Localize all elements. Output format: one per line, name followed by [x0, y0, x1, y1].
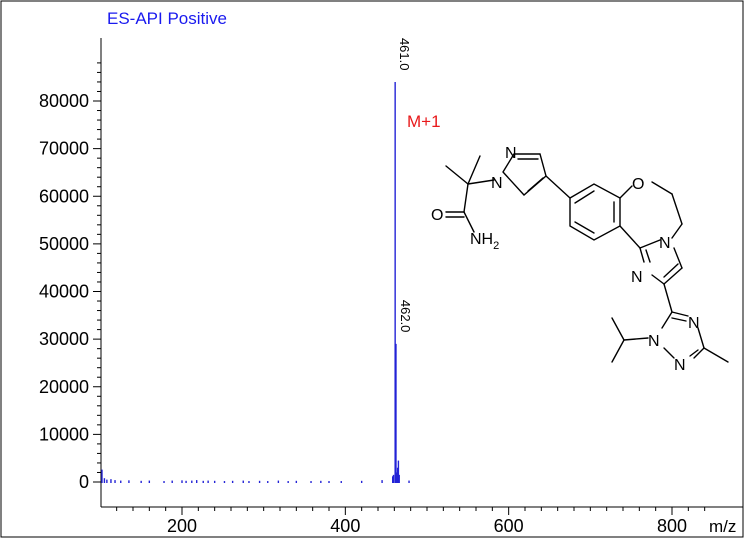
x-axis-ticks: 200 400 600 800: [116, 507, 706, 536]
bond: [661, 311, 673, 329]
bond: [611, 339, 625, 363]
atom-label: N: [491, 175, 503, 192]
bond: [574, 190, 595, 204]
bond: [663, 283, 673, 313]
x-tick-label: 400: [330, 516, 360, 536]
bond: [467, 179, 495, 185]
spectrum-peaks: [101, 81, 410, 483]
bond: [671, 193, 683, 225]
bond: [671, 223, 683, 239]
bond: [569, 183, 621, 241]
y-tick-label: 0: [79, 472, 89, 492]
bond: [673, 247, 683, 269]
bond: [671, 311, 689, 317]
peak-label: 462.0: [398, 300, 413, 333]
bond: [697, 327, 705, 349]
atom-label: N: [648, 333, 660, 350]
bond: [639, 247, 645, 263]
bond: [689, 349, 699, 357]
atom-label: N: [631, 269, 643, 286]
bond: [545, 175, 571, 199]
y-tick-label: 10000: [39, 424, 89, 444]
bond: [527, 177, 544, 192]
atom-label: N: [505, 145, 517, 162]
x-tick-label: 600: [494, 516, 524, 536]
atom-label: NH2: [470, 231, 499, 252]
chemical-structure: N N O NH2 O N N N N N: [431, 145, 729, 374]
x-tick-label: 200: [167, 516, 197, 536]
y-tick-label: 20000: [39, 377, 89, 397]
bond: [651, 274, 665, 285]
peak-label: 461.0: [397, 38, 412, 71]
bond: [502, 153, 547, 196]
bond: [663, 263, 679, 278]
bond: [574, 221, 595, 234]
atom-label: O: [431, 207, 443, 224]
y-tick-label: 60000: [39, 186, 89, 206]
bond: [445, 165, 469, 185]
bond: [619, 185, 633, 199]
bond: [467, 155, 481, 185]
bond: [645, 249, 651, 263]
bond: [693, 347, 705, 359]
bond: [703, 347, 729, 363]
atom-label: N: [688, 315, 700, 332]
y-tick-label: 30000: [39, 329, 89, 349]
atom-label: O: [632, 176, 644, 193]
bond: [671, 317, 687, 322]
bond: [611, 317, 625, 341]
x-tick-label: 800: [657, 516, 687, 536]
x-axis-label: m/z: [709, 517, 736, 536]
y-tick-label: 50000: [39, 234, 89, 254]
bond: [619, 225, 641, 249]
y-tick-label: 70000: [39, 139, 89, 159]
y-tick-label: 80000: [39, 91, 89, 111]
chart-title: ES-API Positive: [107, 9, 227, 28]
bond: [663, 347, 675, 359]
bond: [463, 183, 469, 213]
bond: [639, 239, 661, 249]
bond: [463, 211, 475, 233]
peak-labels: 461.0 462.0: [397, 38, 413, 332]
y-axis-ticks: 0 10000 20000 30000 40000 50000 60000 70000 8000…: [39, 62, 101, 492]
bond: [651, 181, 673, 195]
bond: [663, 267, 683, 285]
atom-label: N: [659, 235, 671, 252]
atom-label: N: [674, 357, 686, 374]
bond: [623, 337, 649, 341]
m-plus-1-annotation: M+1: [407, 112, 441, 131]
y-tick-label: 40000: [39, 282, 89, 302]
